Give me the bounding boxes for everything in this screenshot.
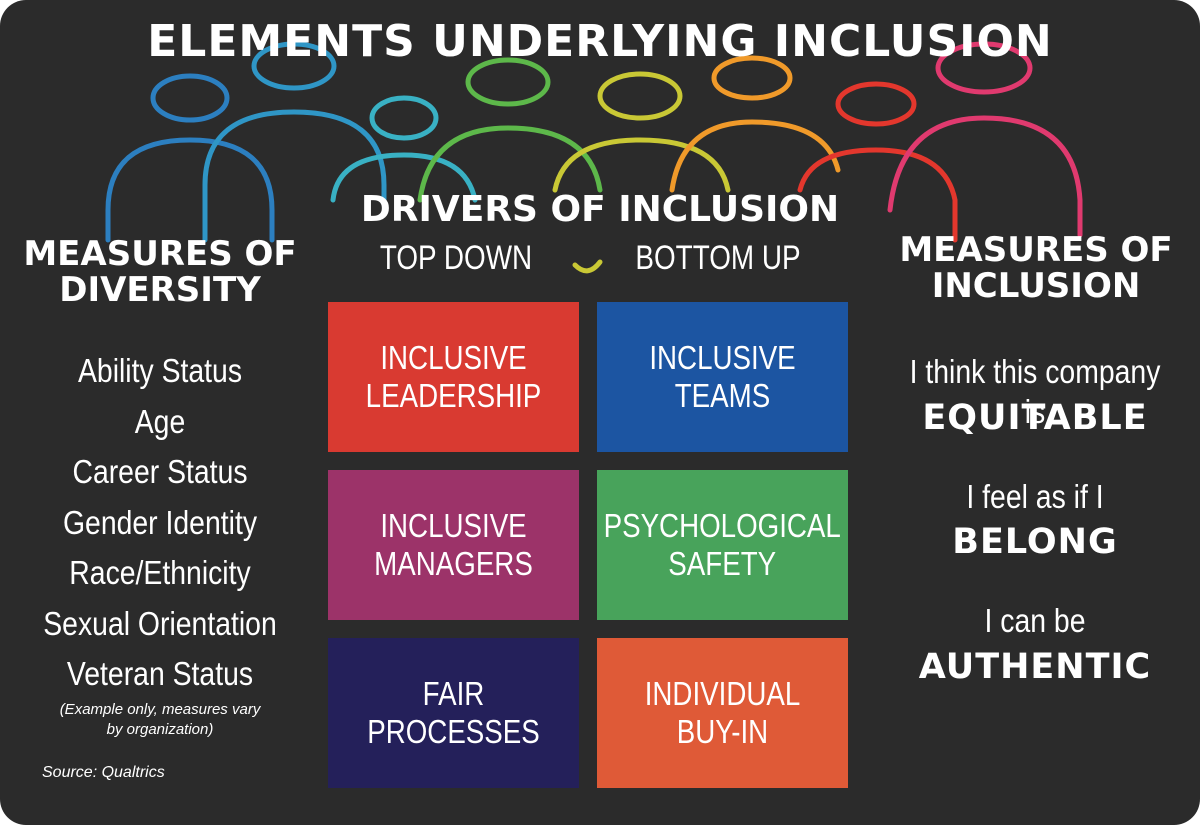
head-teal — [369, 95, 439, 141]
inclusion-heading: MEASURES OF INCLUSION — [886, 232, 1186, 304]
diversity-note-line-2: by organization) — [106, 721, 214, 738]
list-item: Race/Ethnicity — [69, 554, 251, 591]
body-pink — [887, 115, 1083, 238]
diversity-measures-list: Ability Status Age Career Status Gender … — [10, 346, 310, 700]
head-yellow — [597, 71, 683, 121]
bottom-up-label: BOTTOM UP — [635, 239, 801, 277]
list-item: Veteran Status — [66, 655, 254, 692]
label-line-2: BUY-IN — [676, 713, 769, 750]
inclusion-heading-line-1: MEASURES OF — [899, 230, 1173, 270]
partial-yellow-arc — [572, 259, 603, 274]
body-teal — [330, 152, 478, 203]
main-title: ELEMENTS UNDERLYING INCLUSION — [147, 16, 1053, 67]
body-yellow — [552, 137, 731, 193]
body-blue-2 — [202, 109, 387, 243]
label-line-2: MANAGERS — [374, 545, 533, 582]
head-orange — [711, 55, 793, 101]
source-credit: Source: Qualtrics — [42, 764, 165, 781]
inclusion-statement-1: I think this company is — [909, 353, 1161, 430]
head-green — [465, 57, 551, 107]
head-pink — [935, 41, 1033, 95]
head-blue-1 — [150, 73, 230, 123]
label-line-1: INCLUSIVE — [649, 339, 796, 376]
body-green — [417, 125, 603, 203]
inclusion-emphasis-authentic: AUTHENTIC — [918, 647, 1152, 687]
inclusion-statement-3: I can be — [984, 602, 1086, 639]
label-line-2: LEADERSHIP — [365, 377, 542, 414]
inclusion-emphasis-equitable: EQUITABLE — [922, 398, 1148, 438]
list-item: Age — [134, 402, 186, 440]
label-line-2: PROCESSES — [367, 713, 540, 750]
label-line-1: FAIR — [422, 675, 485, 712]
diversity-heading-line-2: DIVERSITY — [59, 270, 261, 310]
list-item: Career Status — [72, 453, 248, 490]
diversity-note: (Example only, measures vary by organiza… — [40, 700, 280, 740]
inclusion-heading-line-2: INCLUSION — [931, 266, 1141, 306]
inclusion-statement-2: I feel as if I — [966, 478, 1104, 515]
diversity-heading-line-1: MEASURES OF — [23, 234, 297, 274]
label-line-1: INDIVIDUAL — [644, 675, 801, 712]
body-orange — [669, 119, 841, 193]
body-blue-1 — [105, 137, 275, 243]
list-item: Gender Identity — [62, 503, 258, 541]
list-item: Sexual Orientation — [43, 604, 277, 642]
inclusion-emphasis-belong: BELONG — [952, 522, 1118, 562]
diversity-heading: MEASURES OF DIVERSITY — [10, 236, 310, 308]
head-red — [835, 81, 917, 127]
label-line-2: SAFETY — [668, 545, 777, 582]
label-line-2: TEAMS — [674, 377, 771, 414]
head-blue-2 — [251, 41, 337, 91]
body-red — [797, 147, 958, 243]
list-item: Ability Status — [77, 352, 243, 389]
label-line-1: INCLUSIVE — [380, 339, 527, 376]
diversity-note-line-1: (Example only, measures vary — [59, 701, 261, 718]
drivers-title: DRIVERS OF INCLUSION — [360, 189, 840, 230]
label-line-1: PSYCHOLOGICAL — [603, 507, 842, 544]
label-line-1: INCLUSIVE — [380, 507, 527, 544]
top-down-label: TOP DOWN — [379, 239, 533, 277]
